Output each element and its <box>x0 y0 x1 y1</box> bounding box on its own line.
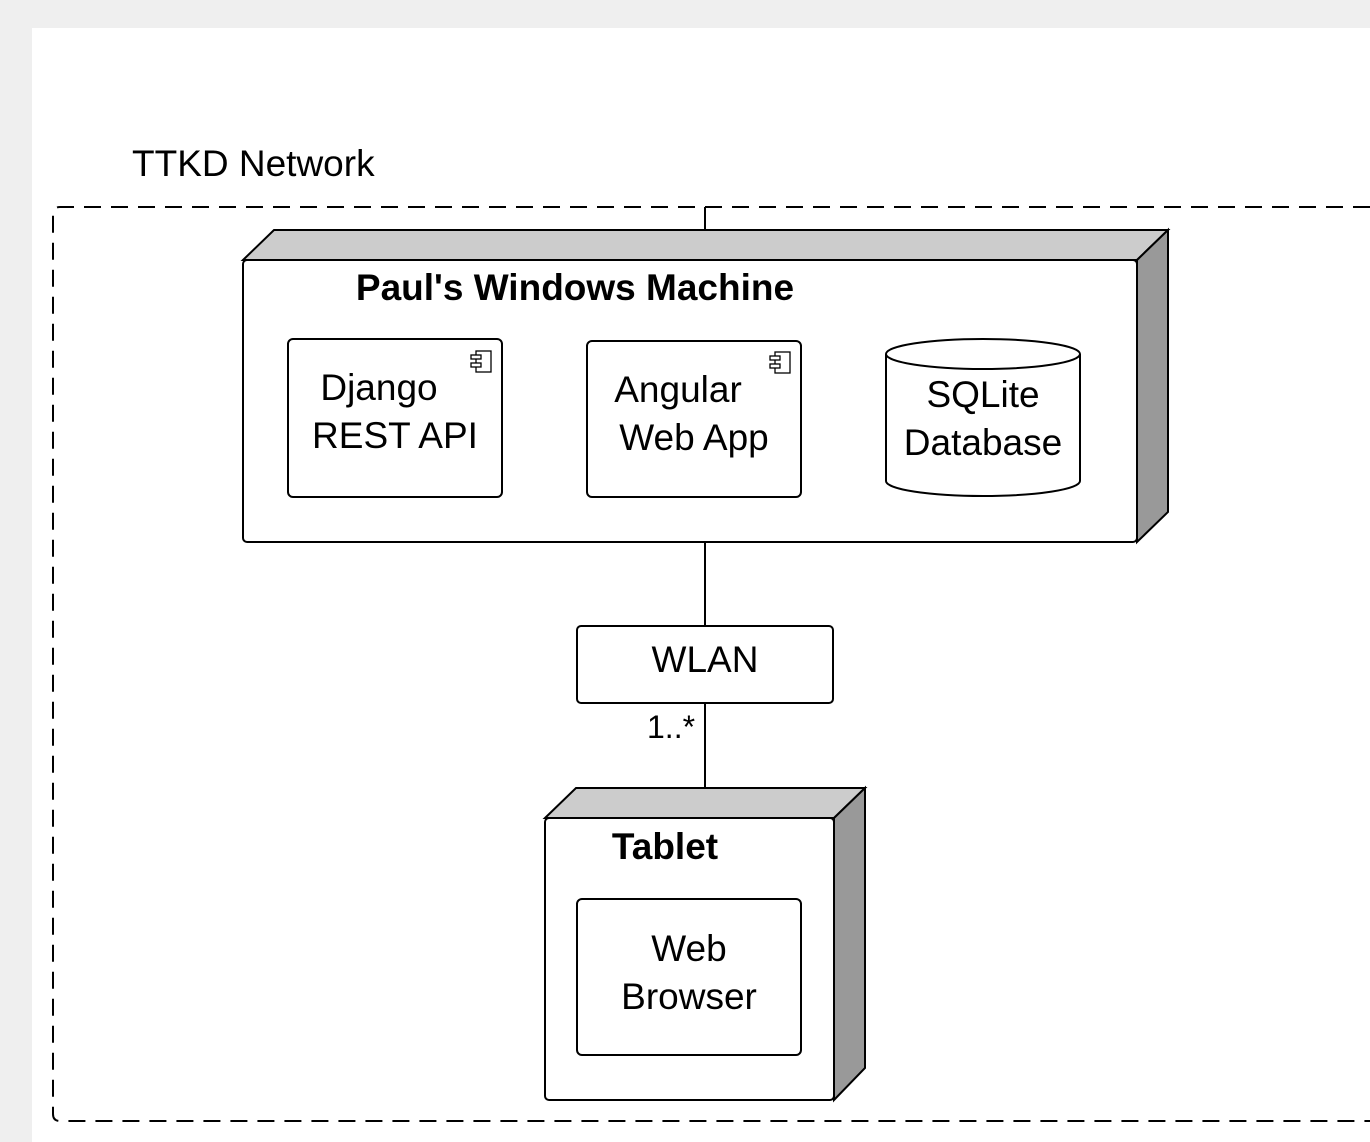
network-label: TTKD Network <box>132 143 375 184</box>
component-icon <box>470 350 492 373</box>
component-angular-web-app[interactable]: Angular Web App <box>586 340 802 498</box>
network-boundary <box>52 206 1370 1122</box>
component-label-line2: REST API <box>312 415 478 456</box>
component-label-line1: Web <box>651 928 726 969</box>
component-icon <box>769 351 791 374</box>
component-django-rest-api[interactable]: Django REST API <box>287 338 503 498</box>
database-label-line1: SQLite <box>926 374 1039 415</box>
component-label-line2: Web App <box>619 417 768 458</box>
database-label-line2: Database <box>904 422 1062 463</box>
multiplicity-label: 1..* <box>647 709 695 745</box>
tablet-node-side-face <box>833 785 866 1103</box>
component-label-line1: Angular <box>614 369 742 410</box>
database-top-ellipse <box>885 338 1081 370</box>
server-node-side-face <box>1136 227 1169 545</box>
server-node-title: Paul's Windows Machine <box>356 267 794 308</box>
component-label-line2: Browser <box>621 976 757 1017</box>
wlan-link[interactable]: WLAN <box>576 625 834 704</box>
wlan-label: WLAN <box>652 639 759 680</box>
tablet-node-title: Tablet <box>612 826 718 867</box>
server-node-top-face <box>240 229 1171 261</box>
component-web-browser[interactable]: Web Browser <box>576 898 802 1056</box>
database-sqlite[interactable]: SQLite Database <box>885 338 1081 497</box>
tablet-node-top-face <box>542 787 868 819</box>
component-label-line1: Django <box>320 367 437 408</box>
